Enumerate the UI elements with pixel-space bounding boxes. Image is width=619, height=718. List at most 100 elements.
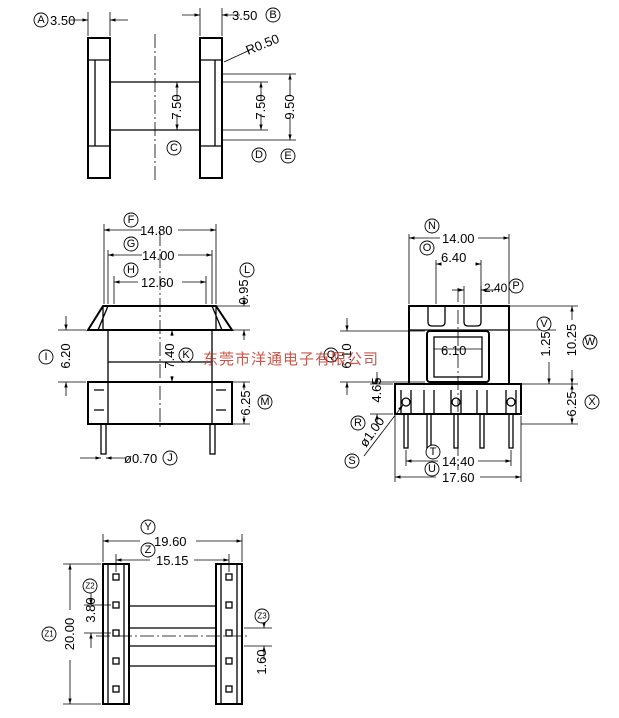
dim-g: 14.00 [142, 248, 175, 263]
marker-n-label: N [428, 220, 436, 232]
marker-q-label: Q [327, 349, 336, 361]
marker-z1 [41, 626, 57, 642]
marker-z3-label: Z3 [257, 612, 267, 621]
top-right-flange-detail [200, 59, 222, 147]
dim-l: 0.95 [236, 279, 251, 304]
dim-n: 14.00 [442, 231, 475, 246]
front-pin-left [100, 423, 107, 455]
dim-f: 14.80 [140, 223, 173, 238]
bottom-view: Y 19.60 Z 15.15 20.00 Z1 3.80 Z2 1.60 Z3 [41, 519, 272, 705]
marker-d-label: D [255, 149, 263, 161]
dim-c: 7.50 [169, 94, 184, 119]
marker-r [350, 415, 366, 431]
dim-o: 6.40 [441, 250, 466, 265]
marker-j [162, 450, 178, 466]
marker-z-label: Z [145, 544, 152, 556]
dim-y: 19.60 [154, 534, 187, 549]
marker-i-label: I [44, 351, 47, 363]
bottom-bridges [129, 605, 216, 667]
dim-r: 4.65 [369, 377, 384, 402]
top-right-flange [199, 37, 223, 179]
dim-h: 12.60 [141, 275, 174, 290]
marker-y-label: Y [144, 521, 152, 533]
marker-h-label: H [127, 264, 135, 276]
marker-k-label: K [182, 349, 190, 361]
marker-g [123, 236, 139, 252]
marker-z3 [254, 608, 270, 624]
watermark-text: 东莞市洋通电子有限公司 [203, 350, 379, 368]
marker-j-label: J [167, 452, 173, 464]
dim-z1: 20.00 [62, 618, 77, 651]
bottom-pin-holes [112, 573, 233, 693]
dim-a: 3.50 [50, 13, 75, 28]
dim-z3: 1.60 [254, 649, 269, 674]
top-left-flange [87, 37, 111, 179]
marker-n [424, 218, 440, 234]
marker-b [265, 7, 281, 23]
dim-v: 1.25 [538, 331, 553, 356]
dim-t: 14.40 [442, 454, 475, 469]
top-view: A 3.50 3.50 B R0.50 7.50 C 7.50 D 9.50 E [33, 7, 297, 182]
marker-l-label: L [244, 264, 250, 276]
marker-e-label: E [284, 150, 291, 162]
marker-z [140, 542, 156, 558]
marker-f [123, 212, 139, 228]
side-slot-left [427, 306, 446, 327]
marker-s [344, 453, 360, 469]
marker-f-label: F [128, 214, 135, 226]
dim-i: 6.20 [58, 343, 73, 368]
marker-a [33, 12, 49, 28]
marker-r-label: R [354, 417, 362, 429]
marker-y [140, 519, 156, 535]
front-pin-right [209, 423, 216, 455]
marker-x [584, 394, 600, 410]
marker-g-label: G [127, 238, 136, 250]
front-view: F 14.80 G 14.00 H 12.60 0.95 L 6.20 I 7.… [38, 212, 273, 466]
marker-t [425, 444, 441, 460]
marker-k [178, 347, 194, 363]
marker-z2-label: Z2 [85, 582, 95, 591]
dim-x: 6.25 [564, 391, 579, 416]
marker-q [323, 347, 339, 363]
marker-b-label: B [269, 9, 276, 21]
dim-u: 17.60 [442, 470, 475, 485]
marker-w [582, 334, 598, 350]
marker-v-label: V [540, 318, 548, 330]
marker-a-label: A [37, 14, 45, 26]
dim-q: 6.10 [339, 343, 354, 368]
marker-p [508, 278, 524, 294]
marker-d [251, 147, 267, 163]
marker-m [257, 394, 273, 410]
marker-o [419, 240, 435, 256]
marker-h [123, 262, 139, 278]
bottom-right-rail [215, 563, 243, 705]
marker-w-label: W [585, 336, 596, 348]
bottom-left-rail [102, 563, 130, 705]
dim-d: 7.50 [253, 94, 268, 119]
side-slot-right [463, 306, 482, 327]
front-body [107, 330, 213, 382]
dim-z2: 3.80 [83, 597, 98, 622]
marker-l [239, 262, 255, 278]
front-bottom-flange [87, 381, 233, 425]
dim-p: 2.40 [484, 281, 508, 295]
marker-u [424, 461, 440, 477]
marker-s-label: S [348, 455, 355, 467]
marker-p-label: P [512, 280, 519, 292]
marker-i [38, 349, 54, 365]
marker-x-label: X [588, 396, 596, 408]
dim-k: 7.40 [162, 343, 177, 368]
marker-m-label: M [260, 396, 269, 408]
side-pins [400, 390, 517, 449]
marker-t-label: T [430, 446, 437, 458]
side-view: N 14.00 O 6.40 2.40 P 6.10 Q 6.10 1.25 V [323, 218, 600, 485]
dim-j: ø0.70 [124, 451, 157, 466]
marker-z2 [82, 578, 98, 594]
marker-z1-label: Z1 [44, 630, 54, 639]
dim-inner: 6.10 [441, 343, 466, 358]
marker-u-label: U [428, 463, 436, 475]
dim-b: 3.50 [232, 8, 257, 23]
marker-o-label: O [423, 242, 432, 254]
marker-c [166, 140, 182, 156]
